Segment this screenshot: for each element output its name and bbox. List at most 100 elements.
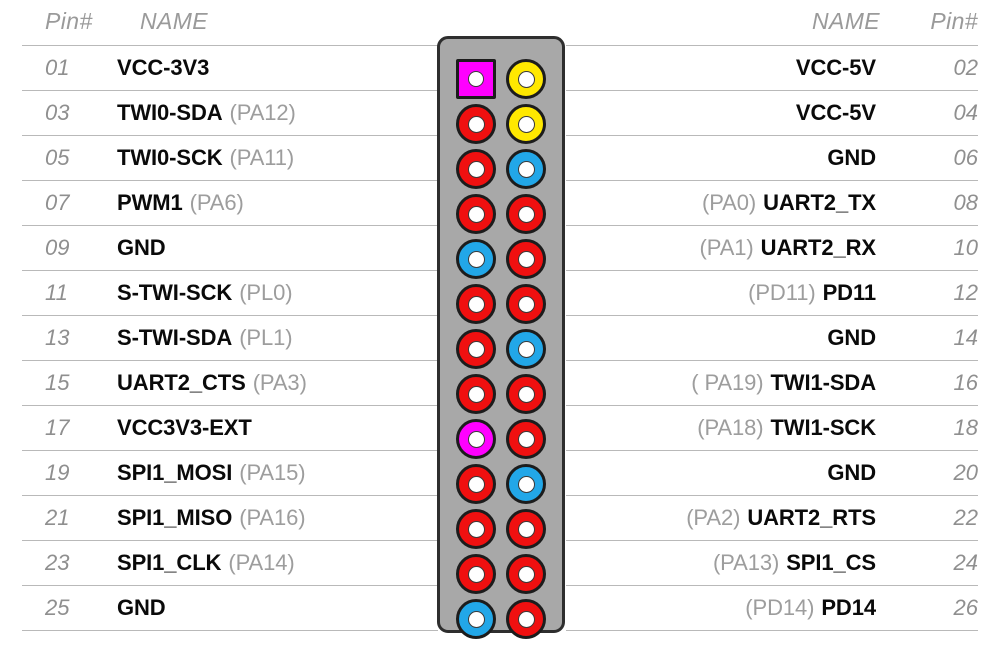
pin-signal-label: PD14	[821, 594, 876, 620]
row-separator	[22, 135, 438, 136]
pin-name-cell: VCC-5V	[796, 55, 894, 81]
pin-hole	[517, 205, 535, 223]
row-separator	[566, 360, 978, 361]
pin-number: 10	[953, 234, 978, 260]
row-separator	[566, 450, 978, 451]
pin-name-cell: UART2_CTS(PA3)	[106, 370, 307, 396]
pin-hole	[517, 565, 535, 583]
row-separator	[566, 585, 978, 586]
header-pin	[506, 239, 546, 279]
row-separator	[566, 90, 978, 91]
pin-signal-label: VCC3V3-EXT	[117, 414, 252, 440]
pin-number: 19	[45, 459, 70, 485]
pin-alt-function-label: (PA11)	[229, 144, 295, 170]
pin-hole	[467, 160, 485, 178]
header-pin	[456, 239, 496, 279]
header-pin	[456, 464, 496, 504]
pin-name-cell: (PA0)UART2_TX	[702, 190, 894, 216]
row-separator	[566, 45, 978, 46]
pin-name-cell: (PA18)TWI1-SCK	[697, 415, 894, 441]
header-pin	[456, 599, 496, 639]
pin-name-cell: VCC3V3-EXT	[106, 415, 252, 441]
header-pin	[456, 104, 496, 144]
pin-hole	[517, 160, 535, 178]
header-left-name: NAME	[140, 8, 209, 34]
row-separator	[566, 225, 978, 226]
pin-hole	[517, 70, 535, 88]
pin-hole	[467, 475, 485, 493]
row-separator	[22, 450, 438, 451]
header-pin	[506, 329, 546, 369]
pin-signal-label: UART2_CTS	[117, 369, 246, 395]
header-pin	[506, 149, 546, 189]
pin-alt-function-label: (PA13)	[712, 549, 780, 575]
pin-name-cell: (PD14)PD14	[745, 595, 894, 621]
pin-hole	[517, 520, 535, 538]
pin-number: 23	[45, 549, 70, 575]
row-separator	[22, 540, 438, 541]
pin-name-cell: SPI1_MISO(PA16)	[106, 505, 306, 531]
row-separator	[566, 135, 978, 136]
pin-signal-label: SPI1_MISO	[117, 504, 233, 530]
pin-name-cell: TWI0-SCK(PA11)	[106, 145, 294, 171]
pin-name-cell: SPI1_MOSI(PA15)	[106, 460, 306, 486]
pin-row: 05 TWI0-SCK(PA11)	[22, 135, 438, 180]
header-left-pin: Pin#	[45, 8, 93, 34]
pin-hole	[517, 250, 535, 268]
pin-hole	[517, 295, 535, 313]
pin-number: 26	[953, 594, 978, 620]
header-pin	[456, 59, 496, 99]
pin-signal-label: SPI1_CLK	[117, 549, 222, 575]
pin-name-cell: GND	[827, 460, 894, 486]
header-pin	[456, 509, 496, 549]
pin-row: GND 06	[566, 135, 978, 180]
pin-number: 03	[45, 99, 70, 125]
pin-signal-label: VCC-5V	[795, 54, 876, 80]
pin-hole	[467, 295, 485, 313]
pin-number: 15	[45, 369, 70, 395]
header-pin	[506, 419, 546, 459]
pin-number: 17	[45, 414, 70, 440]
pin-hole	[517, 610, 535, 628]
pin-alt-function-label: ( PA19)	[691, 369, 764, 395]
row-separator	[566, 630, 978, 631]
header-pin	[506, 599, 546, 639]
pin-number: 12	[953, 279, 978, 305]
row-separator	[22, 90, 438, 91]
pin-number: 22	[953, 504, 978, 530]
pin-name-cell: GND	[106, 595, 166, 621]
pin-signal-label: GND	[827, 144, 876, 170]
pin-hole	[517, 385, 535, 403]
pin-hole	[467, 565, 485, 583]
pin-number: 08	[953, 189, 978, 215]
pin-hole	[517, 340, 535, 358]
pin-number: 05	[45, 144, 70, 170]
row-separator	[566, 495, 978, 496]
row-separator	[566, 270, 978, 271]
pin-row: (PD14)PD14 26	[566, 585, 978, 630]
pin-alt-function-label: (PA16)	[239, 504, 306, 530]
pin-alt-function-label: (PD11)	[748, 279, 816, 305]
pin-number: 06	[953, 144, 978, 170]
pin-name-cell: S-TWI-SDA(PL1)	[106, 325, 293, 351]
pin-hole	[467, 610, 485, 628]
pin-hole	[467, 430, 485, 448]
header-pin	[456, 419, 496, 459]
pin-signal-label: S-TWI-SCK	[117, 279, 233, 305]
pin-signal-label: GND	[117, 234, 166, 260]
pin-signal-label: GND	[117, 594, 166, 620]
pin-name-cell: (PA13)SPI1_CS	[713, 550, 894, 576]
header-pin	[506, 59, 546, 99]
pin-hole	[517, 115, 535, 133]
row-separator	[22, 315, 438, 316]
